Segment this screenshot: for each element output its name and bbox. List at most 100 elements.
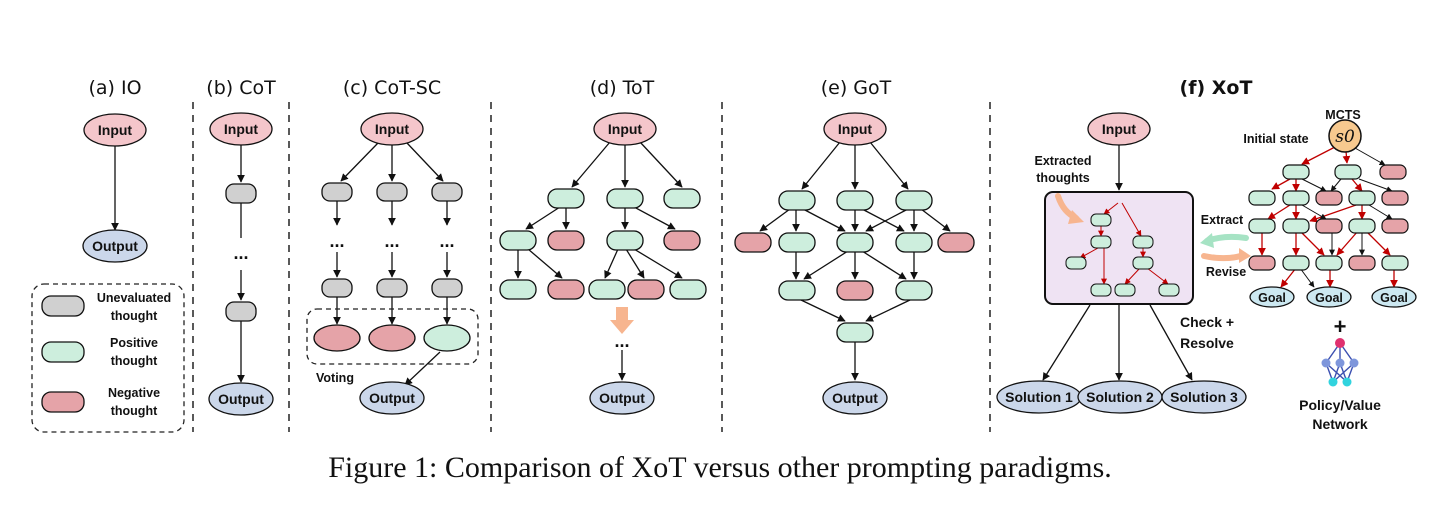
output-label: Output <box>599 390 645 406</box>
thought-positive <box>895 232 933 253</box>
orange-curve-arrow-head <box>1068 210 1084 224</box>
thought-unevaluated <box>321 182 353 202</box>
input-label: Input <box>608 121 643 137</box>
edge <box>1042 304 1091 381</box>
solution-node <box>1161 380 1247 414</box>
mcts-label: MCTS <box>1325 108 1360 122</box>
revise-label: Revise <box>1206 265 1246 279</box>
edge <box>869 141 909 190</box>
edge <box>1354 147 1386 166</box>
thought-positive <box>1090 283 1112 297</box>
edge <box>861 208 905 232</box>
output-node <box>822 381 888 415</box>
output-node <box>82 229 148 263</box>
input-label: Input <box>224 121 259 137</box>
thought-positive <box>499 279 537 300</box>
thought-positive <box>1348 190 1376 206</box>
edge <box>625 248 645 279</box>
thought-positive <box>606 188 644 209</box>
goal-label: Goal <box>1315 291 1343 305</box>
edge <box>633 248 683 279</box>
output-label: Output <box>218 391 264 407</box>
revise-arrow <box>1201 252 1247 262</box>
thought-unevaluated <box>431 278 463 298</box>
edge <box>1309 204 1357 223</box>
panel-title-xot: (f) XoT <box>1180 77 1253 99</box>
thought-positive <box>1114 283 1136 297</box>
mcts-root-label: s0 <box>1335 127 1355 147</box>
edge <box>1301 146 1336 165</box>
thought-positive <box>895 190 933 211</box>
input-node <box>823 112 887 146</box>
voting-box <box>306 308 479 365</box>
panel-title-cotsc: (c) CoT-SC <box>343 77 441 99</box>
legend-positive-label: Positive <box>110 336 158 350</box>
edge <box>633 206 676 230</box>
extracted-thoughts-label: Extracted <box>1035 154 1092 168</box>
edge <box>1342 150 1351 164</box>
edge <box>527 248 563 279</box>
initial-state-label: Initial state <box>1243 132 1308 146</box>
thought-positive <box>836 322 874 343</box>
edge <box>1336 230 1359 256</box>
thought-unevaluated <box>321 278 353 298</box>
thought-positive <box>836 232 874 253</box>
thought-positive <box>1158 283 1180 297</box>
edge <box>1124 267 1141 285</box>
edge <box>800 299 846 322</box>
thought-positive <box>1315 255 1343 271</box>
thought-positive <box>1132 235 1154 249</box>
thought-positive <box>499 230 537 251</box>
thought-positive <box>836 190 874 211</box>
thought-negative <box>1348 255 1376 271</box>
panel-cotsc: Input ... ... ... Voting Output <box>306 112 479 415</box>
network-icon <box>1321 338 1359 387</box>
edge <box>865 299 911 322</box>
thought-positive <box>1248 218 1276 234</box>
orange-down-arrow <box>610 307 634 334</box>
thought-unevaluated <box>225 301 257 322</box>
legend-unevaluated-swatch <box>41 295 85 317</box>
extract-arrow-head <box>1200 233 1214 248</box>
legend-negative-label: thought <box>111 404 158 418</box>
panel-title-tot: (d) ToT <box>590 77 655 99</box>
edge <box>861 250 907 280</box>
edge <box>803 250 849 280</box>
legend-box <box>31 283 185 433</box>
thought-unevaluated <box>376 278 408 298</box>
thought-negative <box>547 279 585 300</box>
plus-sign: + <box>1334 314 1347 339</box>
thought-negative <box>1381 190 1409 206</box>
legend-negative-swatch <box>41 391 85 413</box>
check-resolve-label: Resolve <box>1180 335 1234 351</box>
edge <box>1368 204 1393 220</box>
check-resolve-label: Check + <box>1180 314 1234 330</box>
panel-got: Input Output <box>734 112 975 415</box>
thought-positive <box>669 279 707 300</box>
edge <box>1365 230 1391 256</box>
edge <box>406 142 444 182</box>
edge <box>404 351 441 386</box>
thought-positive <box>895 280 933 301</box>
thought-positive <box>778 190 816 211</box>
goal-node <box>1306 286 1352 308</box>
output-node <box>589 381 655 415</box>
thought-positive <box>663 188 701 209</box>
ellipsis: ... <box>233 243 248 263</box>
input-node <box>593 112 657 146</box>
thought-positive <box>1132 256 1154 270</box>
thought-negative <box>937 232 975 253</box>
thought-unevaluated <box>431 182 463 202</box>
input-label: Input <box>98 122 133 138</box>
thought-negative <box>1248 255 1276 271</box>
thought-positive <box>1282 255 1310 271</box>
thought-negative <box>1381 218 1409 234</box>
output-label: Output <box>92 238 138 254</box>
thought-positive <box>606 230 644 251</box>
edge <box>1103 202 1119 215</box>
thought-negative <box>1315 190 1343 206</box>
thought-negative <box>313 324 361 352</box>
thought-positive <box>547 188 585 209</box>
ellipsis: ... <box>614 331 629 351</box>
